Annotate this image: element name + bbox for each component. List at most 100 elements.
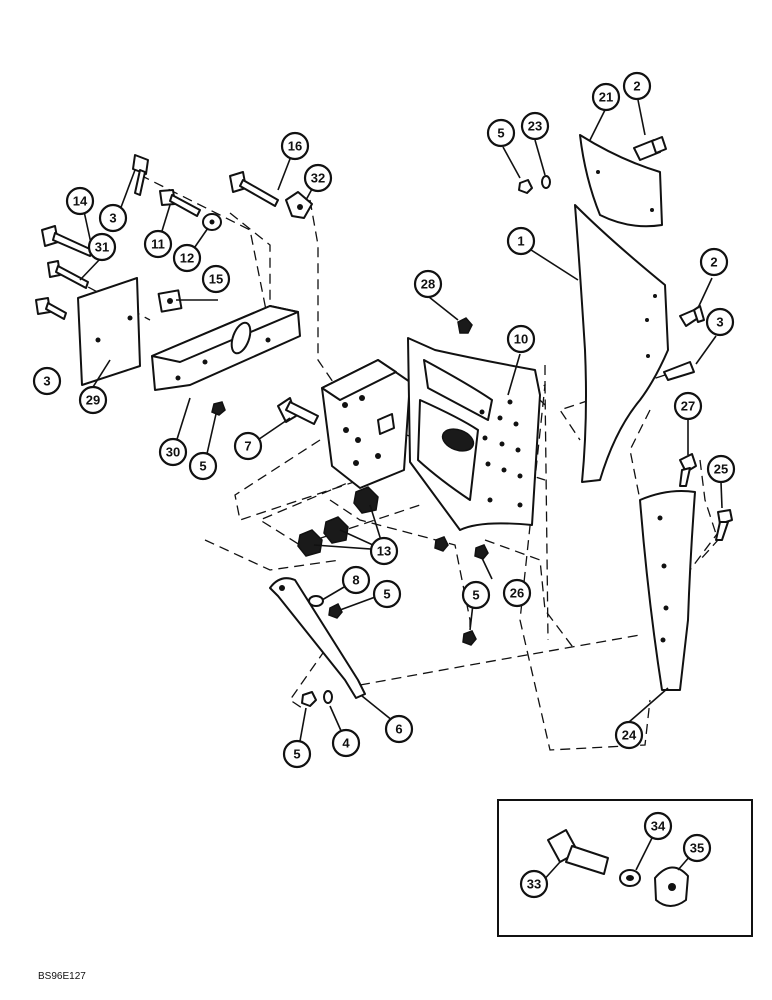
bolt-27 xyxy=(679,453,697,487)
callout-16: 16 xyxy=(280,131,310,161)
bolt-16 xyxy=(229,171,279,207)
svg-text:5: 5 xyxy=(383,587,390,602)
svg-text:24: 24 xyxy=(622,728,637,743)
nut-5-top xyxy=(518,179,533,194)
nut-5-a xyxy=(211,401,226,416)
bolt-2-top xyxy=(633,136,667,161)
nut-5-b xyxy=(434,536,449,552)
callout-3-left: 3 xyxy=(32,366,62,396)
callout-31: 31 xyxy=(87,232,117,262)
callout-26: 26 xyxy=(502,578,532,608)
svg-text:14: 14 xyxy=(73,194,88,209)
nut-35 xyxy=(654,866,689,907)
svg-text:31: 31 xyxy=(95,240,109,255)
callout-12: 12 xyxy=(172,243,202,273)
svg-text:4: 4 xyxy=(342,736,350,751)
svg-text:2: 2 xyxy=(633,79,640,94)
svg-text:34: 34 xyxy=(651,819,666,834)
mounting-bracket xyxy=(321,359,411,489)
callout-35: 35 xyxy=(682,833,712,863)
washer-8 xyxy=(308,595,324,607)
callout-30: 30 xyxy=(158,437,188,467)
svg-text:8: 8 xyxy=(352,573,359,588)
bolt-31 xyxy=(47,260,89,289)
moldboard-extension-21 xyxy=(579,134,663,228)
assembly-lines xyxy=(59,174,721,751)
svg-text:3: 3 xyxy=(43,374,50,389)
bolt-33 xyxy=(547,829,609,875)
svg-text:23: 23 xyxy=(528,119,542,134)
callout-2-top: 2 xyxy=(622,71,652,101)
lock-nut-13-a xyxy=(297,529,323,557)
bolt-14 xyxy=(41,225,93,257)
svg-text:5: 5 xyxy=(199,459,206,474)
callout-2-right: 2 xyxy=(699,247,729,277)
bolt-3-right xyxy=(663,361,695,381)
inset-box xyxy=(497,799,753,937)
callout-24: 24 xyxy=(614,720,644,750)
washer-4 xyxy=(323,690,333,704)
callout-25: 25 xyxy=(706,454,736,484)
lock-nut-13-b xyxy=(323,516,349,544)
svg-text:12: 12 xyxy=(180,251,194,266)
nut-5-c xyxy=(462,630,477,646)
svg-text:32: 32 xyxy=(311,171,325,186)
svg-text:6: 6 xyxy=(395,722,402,737)
bolt-2-right xyxy=(679,305,705,327)
callout-29: 29 xyxy=(78,385,108,415)
svg-text:10: 10 xyxy=(514,332,528,347)
svg-text:15: 15 xyxy=(209,272,223,287)
svg-text:27: 27 xyxy=(681,399,695,414)
washer-12 xyxy=(202,213,222,231)
callout-21: 21 xyxy=(591,82,621,112)
callout-28: 28 xyxy=(413,269,443,299)
callout-23: 23 xyxy=(520,111,550,141)
callout-32: 32 xyxy=(303,163,333,193)
callout-27: 27 xyxy=(673,391,703,421)
callout-7: 7 xyxy=(233,431,263,461)
callout-5-top: 5 xyxy=(486,118,516,148)
svg-text:5: 5 xyxy=(497,126,504,141)
lock-nut-13-c xyxy=(353,486,379,514)
callout-8: 8 xyxy=(341,565,371,595)
bolt-3-top xyxy=(132,154,149,196)
bolt-25 xyxy=(715,509,733,541)
callout-5-left: 5 xyxy=(188,451,218,481)
callout-3-top: 3 xyxy=(98,203,128,233)
callout-14: 14 xyxy=(65,186,95,216)
svg-text:5: 5 xyxy=(293,747,300,762)
callout-5-mid: 5 xyxy=(372,579,402,609)
svg-text:11: 11 xyxy=(151,237,165,252)
svg-text:33: 33 xyxy=(527,877,541,892)
svg-text:3: 3 xyxy=(716,315,723,330)
svg-text:28: 28 xyxy=(421,277,435,292)
callout-1: 1 xyxy=(506,226,536,256)
callout-10: 10 xyxy=(506,324,536,354)
moldboard-1 xyxy=(574,204,669,483)
svg-text:26: 26 xyxy=(510,586,524,601)
svg-text:35: 35 xyxy=(690,841,704,856)
washer-34 xyxy=(619,869,641,887)
callout-33: 33 xyxy=(519,869,549,899)
washer-32 xyxy=(285,191,313,219)
plate-29 xyxy=(77,277,141,386)
svg-text:13: 13 xyxy=(377,544,391,559)
nut-5-d xyxy=(328,602,343,619)
nut-26 xyxy=(474,544,489,560)
callout-5-bottom: 5 xyxy=(282,739,312,769)
svg-text:3: 3 xyxy=(109,211,116,226)
rod-6 xyxy=(269,577,366,699)
bolt-11 xyxy=(159,189,201,217)
callout-4: 4 xyxy=(331,728,361,758)
nut-28 xyxy=(457,317,473,334)
callout-5-shank: 5 xyxy=(461,580,491,610)
callout-13: 13 xyxy=(369,536,399,566)
svg-text:5: 5 xyxy=(472,588,479,603)
svg-text:25: 25 xyxy=(714,462,728,477)
svg-text:30: 30 xyxy=(166,445,180,460)
bolt-3-left xyxy=(35,297,67,320)
svg-text:7: 7 xyxy=(244,439,251,454)
svg-text:16: 16 xyxy=(288,139,302,154)
bolt-7 xyxy=(277,397,319,425)
svg-text:1: 1 xyxy=(517,234,524,249)
